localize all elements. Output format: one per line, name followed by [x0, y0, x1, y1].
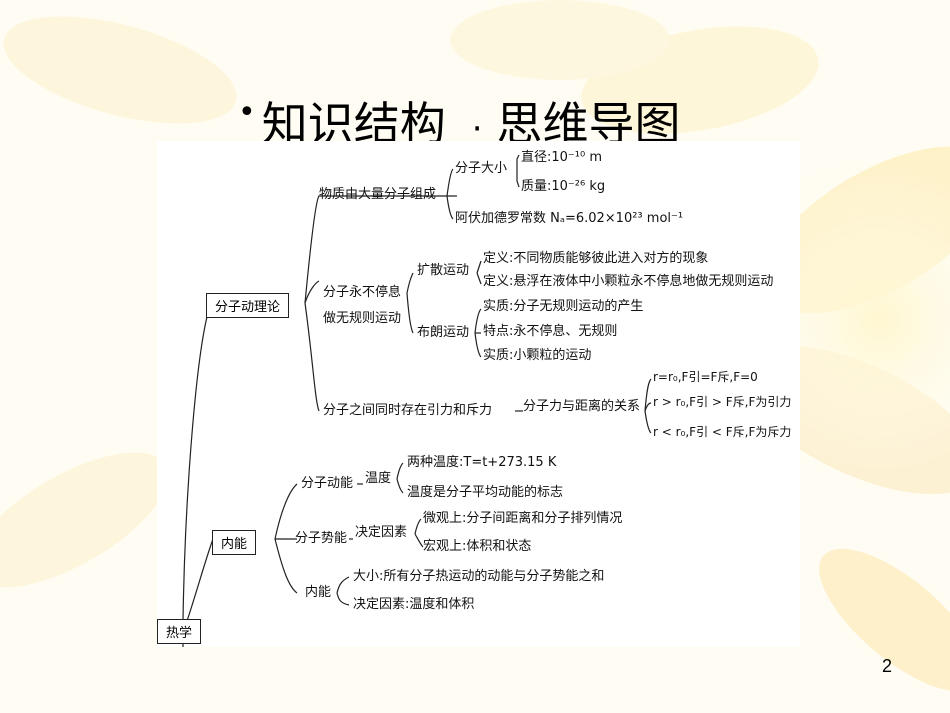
leaf-force-equal: r=r₀,F引=F斥,F=0	[653, 370, 758, 384]
leaf-mass: 质量:10⁻²⁶ kg	[521, 179, 606, 194]
leaf-brownian-def: 定义:悬浮在液体中小颗粒永不停息地做无规则运动	[483, 274, 774, 289]
leaf-temperature-mark: 温度是分子平均动能的标志	[407, 485, 564, 500]
node-motion-line2: 做无规则运动	[323, 311, 402, 326]
branch-kinetic-theory: 分子动理论	[206, 293, 290, 318]
leaf-internal-factors: 决定因素:温度和体积	[353, 597, 475, 612]
node-temperature: 温度	[365, 471, 392, 486]
node-kinetic-energy: 分子动能	[301, 476, 354, 491]
leaf-microscopic: 微观上:分子间距离和分子排列情况	[423, 511, 623, 526]
title-bullet: •	[238, 95, 256, 130]
leaf-brownian-nature: 实质:小颗粒的运动	[483, 348, 592, 363]
leaf-avogadro: 阿伏加德罗常数 Nₐ=6.02×10²³ mol⁻¹	[455, 211, 684, 226]
node-molecule-size: 分子大小	[455, 161, 508, 176]
leaf-magnitude: 大小:所有分子热运动的动能与分子势能之和	[353, 569, 605, 584]
leaf-force-repulsive: r < r₀,F引 < F斥,F为斥力	[653, 425, 792, 439]
node-brownian: 布朗运动	[417, 325, 470, 340]
leaf-brownian-feature: 特点:永不停息、无规则	[483, 324, 618, 339]
node-attraction-repulsion: 分子之间同时存在引力和斥力	[323, 403, 493, 418]
leaf-macroscopic: 宏观上:体积和状态	[423, 539, 532, 554]
mind-map-connectors	[182, 154, 652, 647]
mind-map: 热学 分子动理论 物质由大量分子组成 分子大小 直径:10⁻¹⁰ m 质量:10…	[157, 141, 800, 647]
node-force-distance: 分子力与距离的关系	[523, 399, 641, 414]
node-determining-factor: 决定因素	[355, 525, 408, 540]
leaf-diameter: 直径:10⁻¹⁰ m	[521, 150, 603, 165]
node-potential-energy: 分子势能	[295, 531, 348, 546]
node-motion-line1: 分子永不停息	[323, 285, 402, 300]
title-separator: ·	[471, 109, 483, 149]
page-number: 2	[881, 656, 892, 676]
root-node: 热学	[157, 619, 202, 644]
leaf-brownian-essence: 实质:分子无规则运动的产生	[483, 299, 644, 314]
node-internal-energy: 内能	[305, 585, 332, 600]
branch-internal-energy: 内能	[212, 530, 257, 555]
leaf-two-temperatures: 两种温度:T=t+273.15 K	[407, 455, 557, 470]
leaf-diffusion-def: 定义:不同物质能够彼此进入对方的现象	[483, 251, 709, 266]
node-diffusion: 扩散运动	[417, 263, 470, 278]
node-many-molecules: 物质由大量分子组成	[319, 187, 437, 202]
leaf-force-attractive: r > r₀,F引 > F斥,F为引力	[653, 395, 792, 409]
